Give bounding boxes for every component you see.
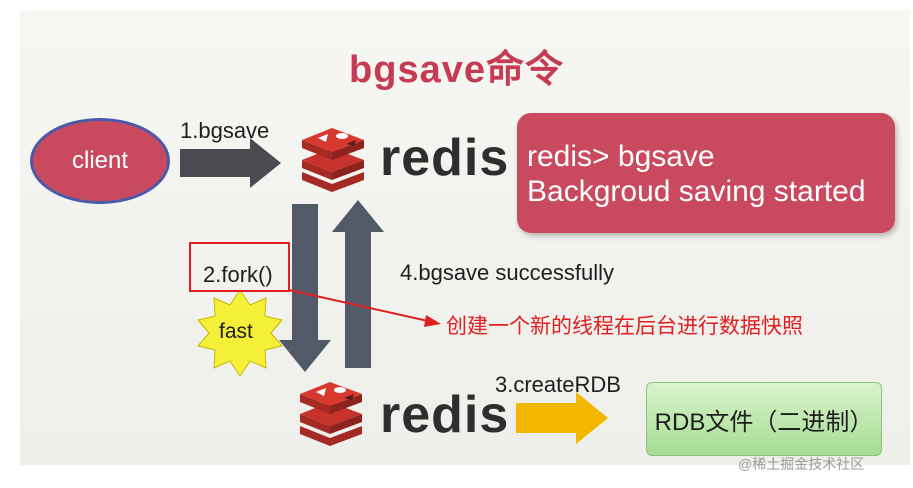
terminal-panel: redis> bgsave Backgroud saving started <box>517 113 895 233</box>
client-node: client <box>30 118 170 204</box>
watermark: @稀土掘金技术社区 <box>738 456 865 472</box>
redis-top-label: redis <box>380 129 510 187</box>
step1-label: 1.bgsave <box>180 118 270 143</box>
page-title: bgsave命令 <box>349 49 564 91</box>
annotation-text: 创建一个新的线程在后台进行数据快照 <box>446 315 803 338</box>
step3-label: 3.createRDB <box>495 372 621 397</box>
step4-label: 4.bgsave successfully <box>400 260 614 285</box>
fork-highlight-box <box>189 242 290 292</box>
fast-label: fast <box>219 320 253 343</box>
terminal-line-1: redis> bgsave <box>527 140 715 173</box>
rdb-file-label: RDB文件（二进制） <box>654 408 874 436</box>
step2-label: 2.fork() <box>203 262 273 287</box>
redis-bottom-label: redis <box>380 386 510 444</box>
client-label: client <box>71 147 129 174</box>
terminal-line-2: Backgroud saving started <box>527 175 866 208</box>
rdb-file-box: RDB文件（二进制） <box>646 382 882 456</box>
